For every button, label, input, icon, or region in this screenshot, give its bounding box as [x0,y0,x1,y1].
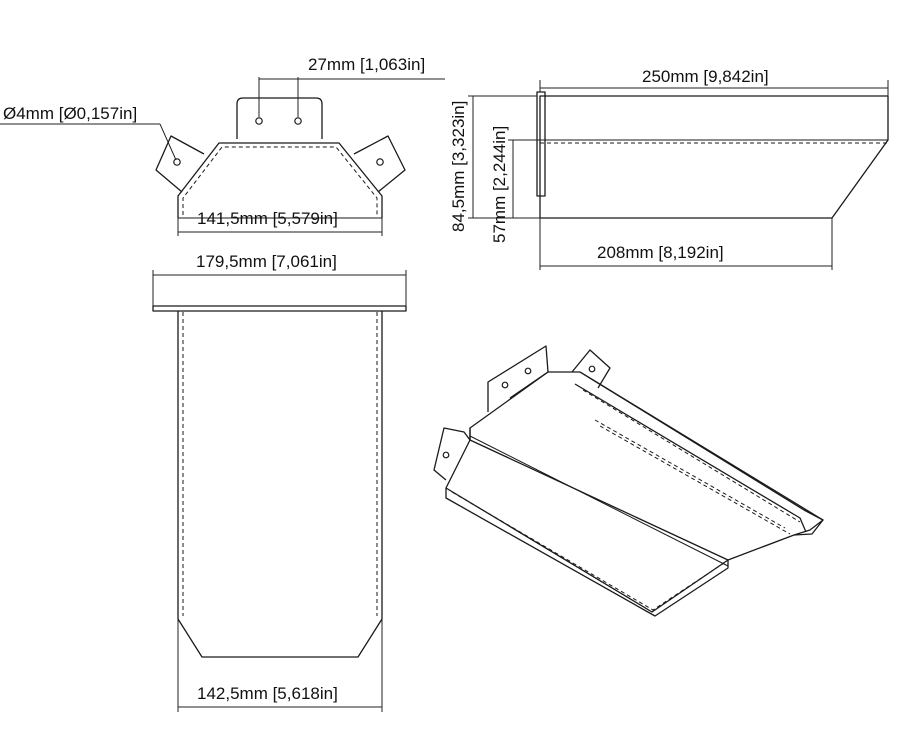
iso-right-rail [579,371,824,536]
iso-ear-rear-right [571,349,611,389]
iso-ear-rear-left [487,345,549,412]
hole-diameter-dimension: Ø4mm [Ø0,157in] [0,104,177,161]
plan-view [152,305,407,658]
iso-ear-rear-left-hole-a [501,381,509,389]
front-tab-hole-left [255,117,263,125]
front-width-dimension: 141,5mm [5,579in] [177,209,383,236]
top-length-dimension: 250mm [9,842in] [539,67,889,96]
inner-height-label: 57mm [2,244in] [490,126,509,243]
total-height-label: 84,5mm [3,323in] [449,101,468,232]
plan-width-label: 179,5mm [7,061in] [196,252,337,271]
hole-spacing-label: 27mm [1,063in] [308,55,425,74]
front-width-label: 141,5mm [5,579in] [197,209,338,228]
side-view [536,91,889,219]
iso-front-dash [451,491,725,611]
front-hood-profile [177,142,383,218]
total-height-dimension: 84,5mm [3,323in] [449,95,540,232]
isometric-view [433,345,824,617]
iso-ear-rear-right-hole [588,365,596,373]
iso-rail-dash-1 [582,389,801,523]
front-mounting-tab [236,97,323,139]
front-right-ear-hole [376,158,384,166]
iso-ear-front-left [433,427,471,481]
plan-mounting-flange [152,305,407,312]
front-tab-hole-right [294,117,302,125]
plan-hood-outline [177,311,383,658]
front-hood-inner [182,146,378,215]
side-hood-outline [539,95,889,219]
plan-width-dimension: 179,5mm [7,061in] [152,252,407,306]
front-view [155,97,406,219]
hole-spacing-dimension: 27mm [1,063in] [258,55,445,117]
hole-diameter-label: Ø4mm [Ø0,157in] [3,104,137,123]
front-right-ear [353,135,406,193]
plan-bottom-width-label: 142,5mm [5,618in] [197,684,338,703]
iso-top-panel [469,371,824,561]
top-length-label: 250mm [9,842in] [642,67,769,86]
front-left-ear [155,135,205,193]
plan-hood-inner [182,312,378,616]
iso-rail-dash-3 [599,425,791,535]
side-mounting-plate [536,91,546,197]
bottom-length-label: 208mm [8,192in] [597,243,724,262]
iso-rail-dash-2 [594,419,786,529]
iso-crease-line [469,435,729,567]
front-left-ear-hole [173,158,181,166]
iso-front-surface [445,428,729,613]
bottom-length-dimension: 208mm [8,192in] [539,218,833,270]
iso-front-lower-edge [445,488,729,617]
iso-rail-inner [574,383,807,533]
inner-height-dimension: 57mm [2,244in] [490,126,540,243]
plan-bottom-width-dimension: 142,5mm [5,618in] [177,619,383,712]
iso-ear-rear-left-hole-b [524,367,532,375]
iso-ear-front-left-hole [442,451,450,459]
